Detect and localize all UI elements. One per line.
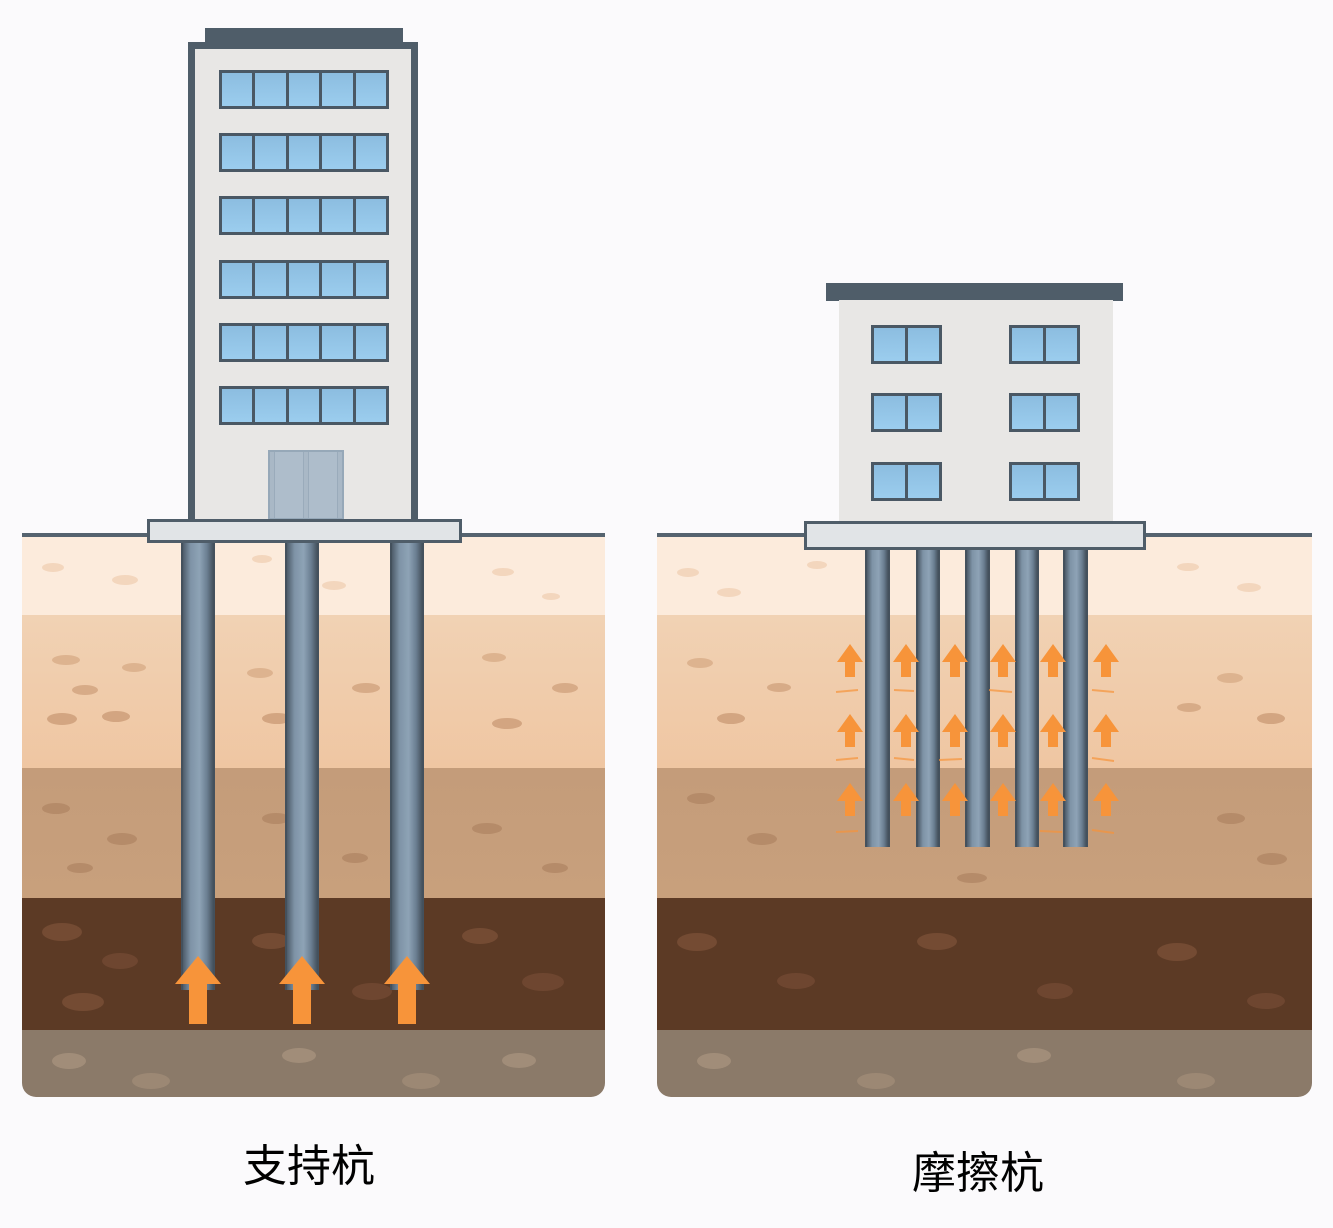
- left-building-window-row-2: [219, 133, 389, 172]
- left-building-window-row-5: [219, 323, 389, 362]
- end-bearing-pile-label: 支持杭: [243, 1141, 375, 1192]
- left-building-window-row-6: [219, 386, 389, 425]
- soil-layer-gravel: [657, 1030, 1312, 1097]
- right-building-window: [871, 393, 942, 432]
- right-building-window: [871, 325, 942, 364]
- friction-pile-1: [865, 546, 890, 847]
- left-pile-cap: [147, 519, 462, 543]
- left-building-window-row-4: [219, 260, 389, 299]
- end-bearing-arrow-icon: [384, 956, 430, 1024]
- left-building-roof: [205, 28, 403, 44]
- right-building-roof: [826, 283, 1123, 301]
- friction-pile-label: 摩擦杭: [912, 1148, 1044, 1199]
- left-building-door: [268, 450, 344, 520]
- right-building-window: [1009, 325, 1080, 364]
- friction-pile-3: [965, 546, 990, 847]
- friction-arrows-icon: [835, 644, 1119, 834]
- left-building-window-row-1: [219, 70, 389, 109]
- right-building-window: [871, 462, 942, 501]
- end-bearing-pile-1: [181, 540, 215, 990]
- soil-layer-bearing-stratum: [657, 898, 1312, 1030]
- right-building-window: [1009, 462, 1080, 501]
- friction-pile-4: [1015, 546, 1039, 847]
- end-bearing-pile-3: [390, 540, 424, 990]
- right-pile-cap: [804, 521, 1146, 550]
- right-building-window: [1009, 393, 1080, 432]
- end-bearing-pile-2: [285, 540, 319, 990]
- end-bearing-arrow-icon: [175, 956, 221, 1024]
- end-bearing-arrow-icon: [279, 956, 325, 1024]
- friction-pile-2: [916, 546, 940, 847]
- friction-pile-5: [1063, 546, 1088, 847]
- left-building-window-row-3: [219, 196, 389, 235]
